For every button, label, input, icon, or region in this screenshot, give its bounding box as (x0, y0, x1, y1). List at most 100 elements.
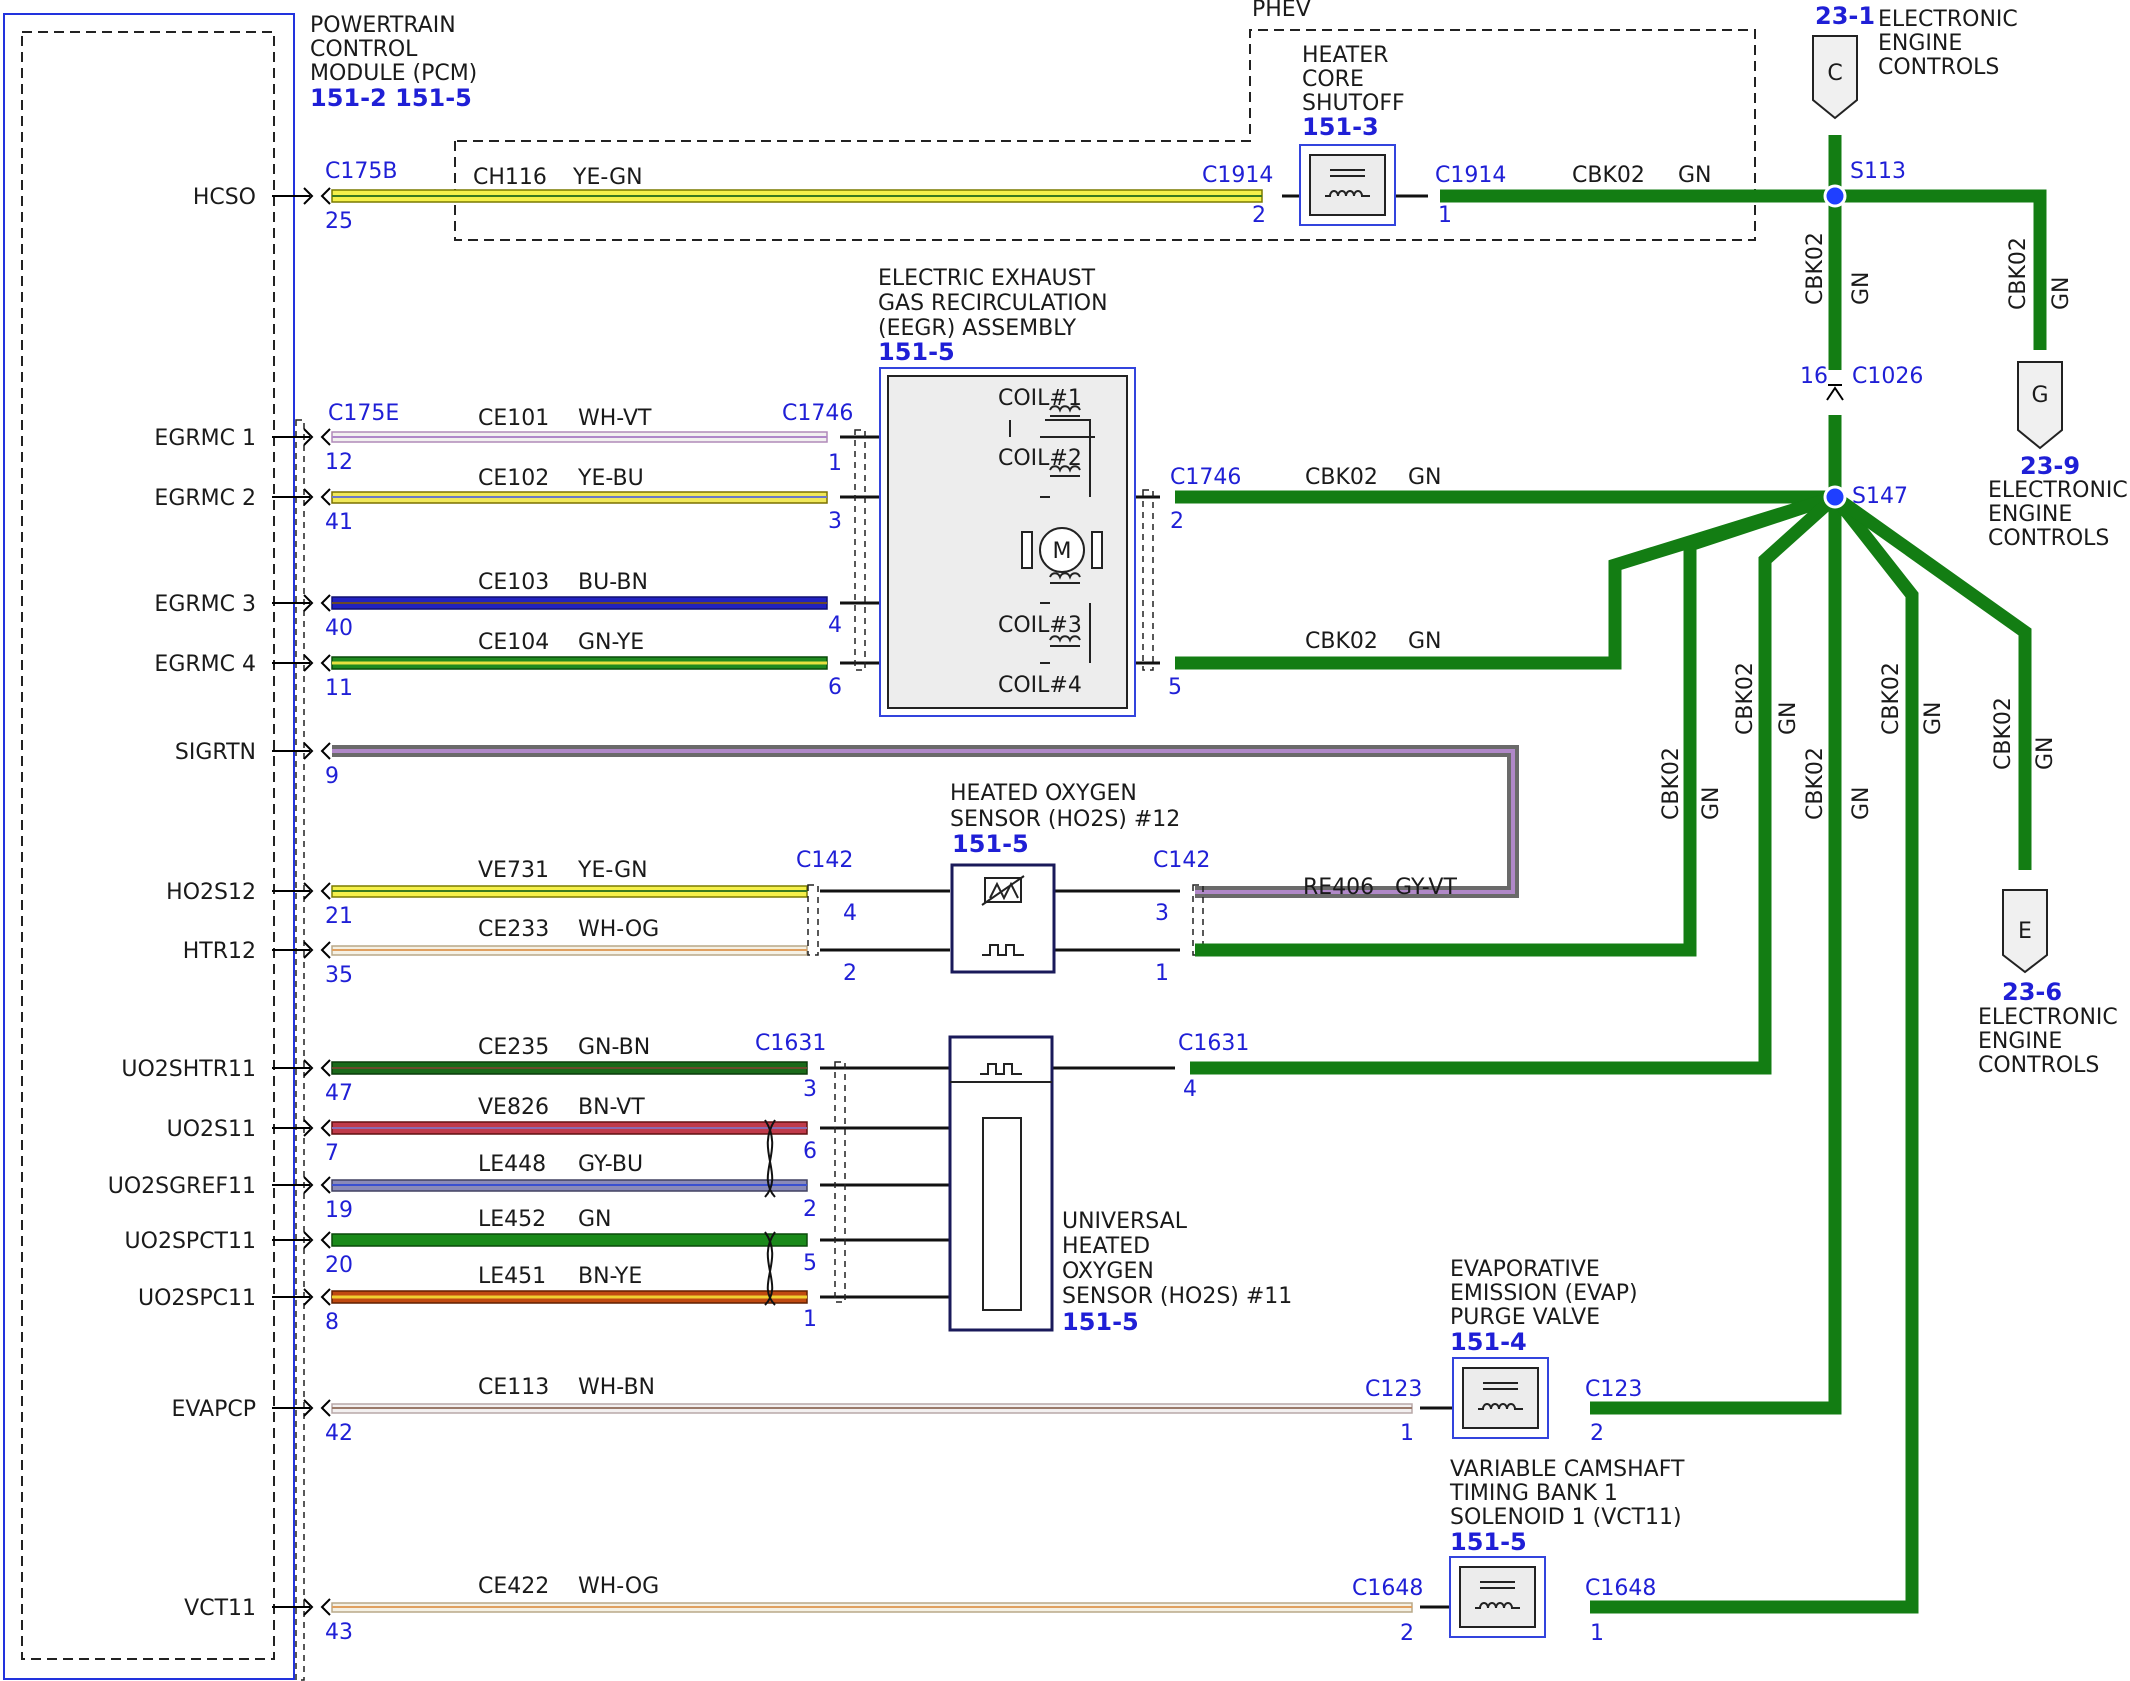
phev-boundary (454, 29, 1756, 241)
wire-sigrtn[interactable] (332, 745, 1519, 898)
offpage-c-line3: CONTROLS (1878, 55, 1999, 80)
pin-eegr-2: 2 (1170, 509, 1184, 534)
pcm-pin-arrow-2 (272, 488, 331, 506)
vct-ref[interactable]: 151-5 (1450, 1528, 1527, 1556)
offpage-c-letter: C (1827, 61, 1842, 86)
splice-s113[interactable] (1823, 184, 1847, 208)
gnd-color-eegr5: GN (1408, 629, 1442, 654)
offpage-connector-c[interactable]: C (1812, 35, 1858, 120)
ground-network (1175, 135, 2047, 1614)
splice-s147-label: S147 (1852, 484, 1908, 509)
wire-color-9: BN-VT (578, 1095, 645, 1120)
wire-uo2spct11[interactable] (331, 1233, 808, 1247)
gnd-label-eegr2: CBK02 (1305, 465, 1378, 490)
offpage-connector-e[interactable]: E (2002, 889, 2048, 974)
eegr-ref[interactable]: 151-5 (878, 338, 955, 366)
wire-color-5: GY-VT (1395, 875, 1457, 900)
c142-right: C142 (1153, 848, 1210, 873)
pin-uho2s-1: 1 (803, 1307, 817, 1332)
wire-color-8: GN-BN (578, 1035, 650, 1060)
splice-s147[interactable] (1823, 485, 1847, 509)
eegr-assembly[interactable]: M (879, 367, 1136, 717)
heater-core-shutoff[interactable] (1299, 144, 1396, 226)
wire-ho2s12[interactable] (331, 885, 808, 898)
wire-color-10: GY-BU (578, 1152, 643, 1177)
pcm-module[interactable] (3, 13, 305, 1681)
pin-eegr-4: 4 (828, 613, 842, 638)
signal-wires (331, 189, 1519, 1613)
pin-vct-2: 2 (1400, 1621, 1414, 1646)
ho2s12-line1: HEATED OXYGEN (950, 781, 1137, 806)
pin-hcso-in: 2 (1252, 203, 1266, 228)
wire-color-14: WH-OG (578, 1574, 659, 1599)
pin-eegr-5: 5 (1168, 675, 1182, 700)
signal-name-8: UO2SHTR11 (121, 1057, 256, 1082)
connector-c1026[interactable] (1826, 384, 1844, 401)
pcm-pin-5: 9 (325, 764, 339, 789)
wire-uo2sgref11[interactable] (331, 1179, 808, 1192)
wire-egrmc4[interactable] (331, 656, 828, 670)
heater-core-line3: SHUTOFF (1302, 91, 1405, 116)
gnd-label-e: CBK02 (1991, 697, 2016, 770)
offpage-e-letter: E (2018, 919, 2032, 944)
wire-egrmc1[interactable] (331, 431, 828, 443)
gnd-label-vct: CBK02 (1879, 662, 1904, 735)
ho2s12-ref[interactable]: 151-5 (952, 830, 1029, 858)
pcm-pin-13: 42 (325, 1421, 353, 1446)
eegr-title-1: ELECTRIC EXHAUST (878, 266, 1096, 291)
eegr-coil4: COIL#4 (998, 673, 1082, 698)
wire-egrmc2[interactable] (331, 491, 828, 504)
wire-htr12[interactable] (331, 945, 808, 956)
pin-eegr-3: 3 (828, 509, 842, 534)
pcm-pin-8: 47 (325, 1081, 353, 1106)
ho2s12-sensor[interactable] (950, 863, 1056, 974)
c1914-right: C1914 (1435, 163, 1506, 188)
heater-core-ref[interactable]: 151-3 (1302, 113, 1379, 141)
wire-vct11[interactable] (331, 1602, 1413, 1613)
wire-evapcp[interactable] (331, 1403, 1413, 1414)
pin-vct-1: 1 (1590, 1621, 1604, 1646)
offpage-connector-g[interactable]: G (2017, 361, 2063, 450)
vct-solenoid[interactable] (1449, 1556, 1546, 1638)
c123-left: C123 (1365, 1377, 1422, 1402)
wire-hcso[interactable] (331, 189, 1263, 203)
gnd-color-evap: GN (1849, 786, 1874, 820)
pcm-pin-9: 7 (325, 1141, 339, 1166)
circuit-id-12: LE451 (478, 1264, 546, 1289)
uho2s11-line3: OXYGEN (1062, 1259, 1154, 1284)
gnd-color-uho2s: GN (1776, 701, 1801, 735)
offpage-c-ref[interactable]: 23-1 (1815, 2, 1875, 30)
uho2s11-ref[interactable]: 151-5 (1062, 1308, 1139, 1336)
pcm-pin-7: 35 (325, 963, 353, 988)
ho2s12-line2: SENSOR (HO2S) #12 (950, 807, 1180, 832)
gnd-label-g: CBK02 (2006, 237, 2031, 310)
circuit-id-7: CE233 (478, 917, 549, 942)
offpage-g-ref[interactable]: 23-9 (2020, 452, 2080, 480)
signal-name-2: EGRMC 2 (154, 486, 256, 511)
wire-uo2spc11[interactable] (331, 1290, 808, 1304)
circuit-id-14: CE422 (478, 1574, 549, 1599)
signal-name-10: UO2SGREF11 (108, 1174, 256, 1199)
gnd-color-hcso: GN (1678, 163, 1712, 188)
pin-eegr-1: 1 (828, 451, 842, 476)
signal-name-7: HTR12 (183, 939, 256, 964)
pin-uho2s-2: 2 (803, 1197, 817, 1222)
signal-name-11: UO2SPCT11 (125, 1229, 256, 1254)
wire-uo2s11[interactable] (331, 1121, 808, 1135)
evap-purge-valve[interactable] (1452, 1357, 1549, 1439)
wire-uo2shtr11[interactable] (331, 1061, 808, 1075)
c1631-right: C1631 (1178, 1031, 1249, 1056)
offpage-e-ref[interactable]: 23-6 (2002, 978, 2062, 1006)
wire-egrmc3[interactable] (331, 596, 828, 610)
pin-ho2s12-2: 2 (843, 961, 857, 986)
evap-ref[interactable]: 151-4 (1450, 1328, 1527, 1356)
offpage-g-line1: ELECTRONIC (1988, 478, 2128, 503)
offpage-e-line3: CONTROLS (1978, 1053, 2099, 1078)
pcm-refs[interactable]: 151-2 151-5 (310, 84, 472, 112)
pin-c1026: 16 (1800, 364, 1828, 389)
c1648-right: C1648 (1585, 1576, 1656, 1601)
circuit-id-6: VE731 (478, 858, 549, 883)
signal-name-0: HCSO (193, 185, 256, 210)
uho2s11-sensor[interactable] (948, 1035, 1054, 1332)
pin-evap-2: 2 (1590, 1421, 1604, 1446)
